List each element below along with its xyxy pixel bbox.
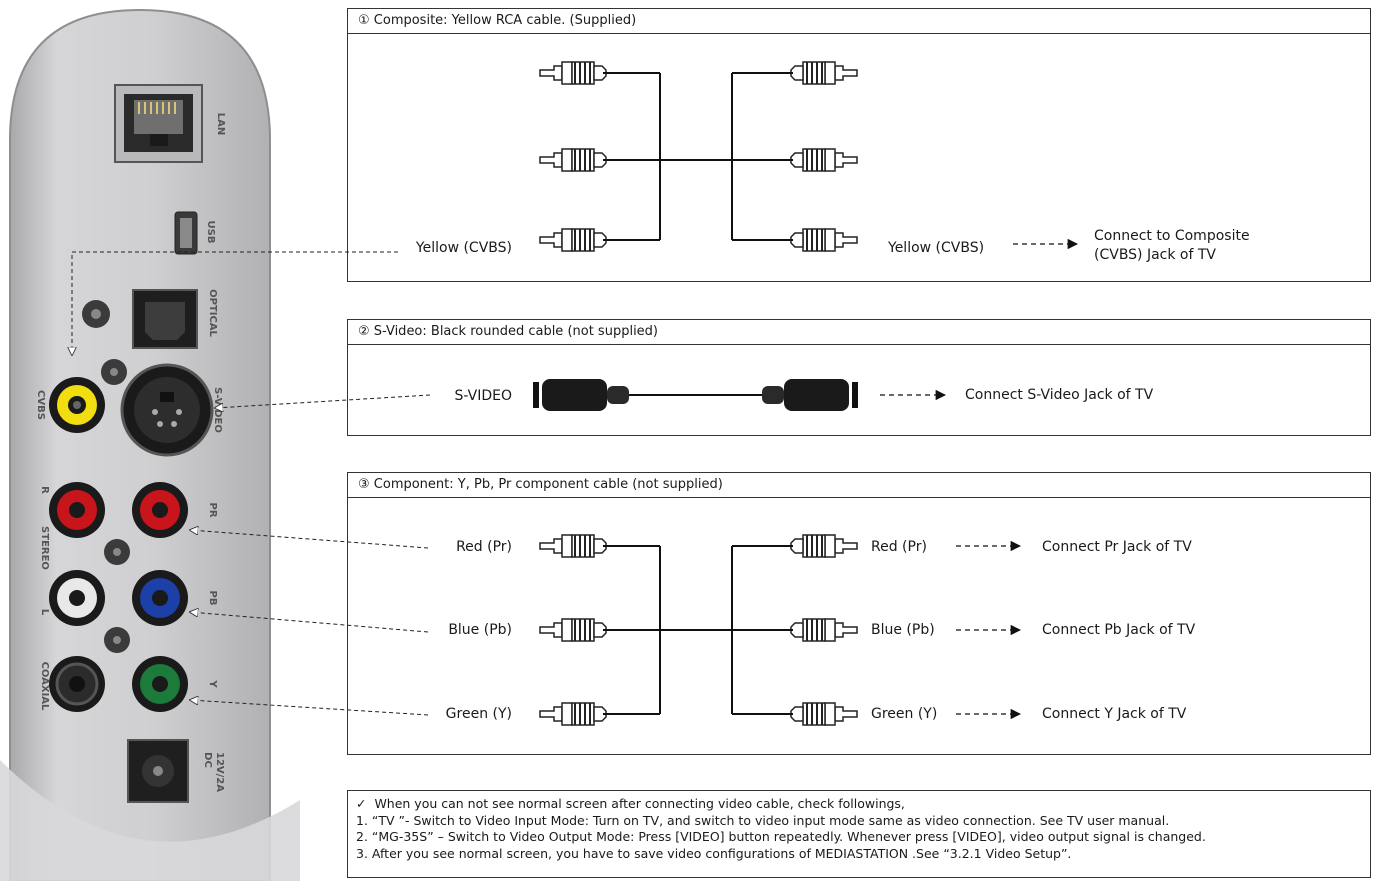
component-right-label-y: Green (Y): [871, 705, 937, 723]
rca-plug-icon: [791, 619, 857, 641]
component-target-pb: Connect Pb Jack of TV: [1042, 621, 1195, 639]
rca-plug-icon: [540, 619, 606, 641]
rca-plug-icon: [791, 703, 857, 725]
rca-plug-icon: [540, 149, 606, 171]
composite-target-label: Connect to Composite (CVBS) Jack of TV: [1094, 227, 1250, 265]
rca-plug-icon: [791, 62, 857, 84]
component-left-label-pb: Blue (Pb): [390, 621, 512, 639]
troubleshooting-notes: ✓ When you can not see normal screen aft…: [347, 790, 1371, 878]
composite-left-label: Yellow (CVBS): [370, 239, 512, 257]
s-video-plug-icon: [533, 379, 629, 411]
check-icon: ✓: [356, 796, 366, 811]
rca-plug-icon: [540, 62, 606, 84]
note-item: 3. After you see normal screen, you have…: [356, 846, 1370, 863]
note-item: 1. “TV ”- Switch to Video Input Mode: Tu…: [356, 813, 1370, 830]
notes-intro-line: ✓ When you can not see normal screen aft…: [356, 796, 1370, 813]
s-video-plug-icon: [762, 379, 858, 411]
composite-right-label: Yellow (CVBS): [888, 239, 984, 257]
component-left-label-pr: Red (Pr): [390, 538, 512, 556]
s-video-target-label: Connect S-Video Jack of TV: [965, 386, 1153, 404]
component-right-label-pb: Blue (Pb): [871, 621, 935, 639]
composite-leader-line: [72, 252, 398, 355]
rca-plug-icon: [540, 703, 606, 725]
rca-plug-icon: [540, 535, 606, 557]
component-target-pr: Connect Pr Jack of TV: [1042, 538, 1192, 556]
component-left-label-y: Green (Y): [390, 705, 512, 723]
component-right-label-pr: Red (Pr): [871, 538, 927, 556]
notes-intro: When you can not see normal screen after…: [374, 796, 904, 811]
component-target-y: Connect Y Jack of TV: [1042, 705, 1186, 723]
rca-plug-icon: [791, 149, 857, 171]
rca-plug-icon: [791, 229, 857, 251]
s-video-left-label: S-VIDEO: [390, 387, 512, 405]
rca-plug-icon: [791, 535, 857, 557]
rca-plug-icon: [540, 229, 606, 251]
note-item: 2. “MG-35S” – Switch to Video Output Mod…: [356, 829, 1370, 846]
